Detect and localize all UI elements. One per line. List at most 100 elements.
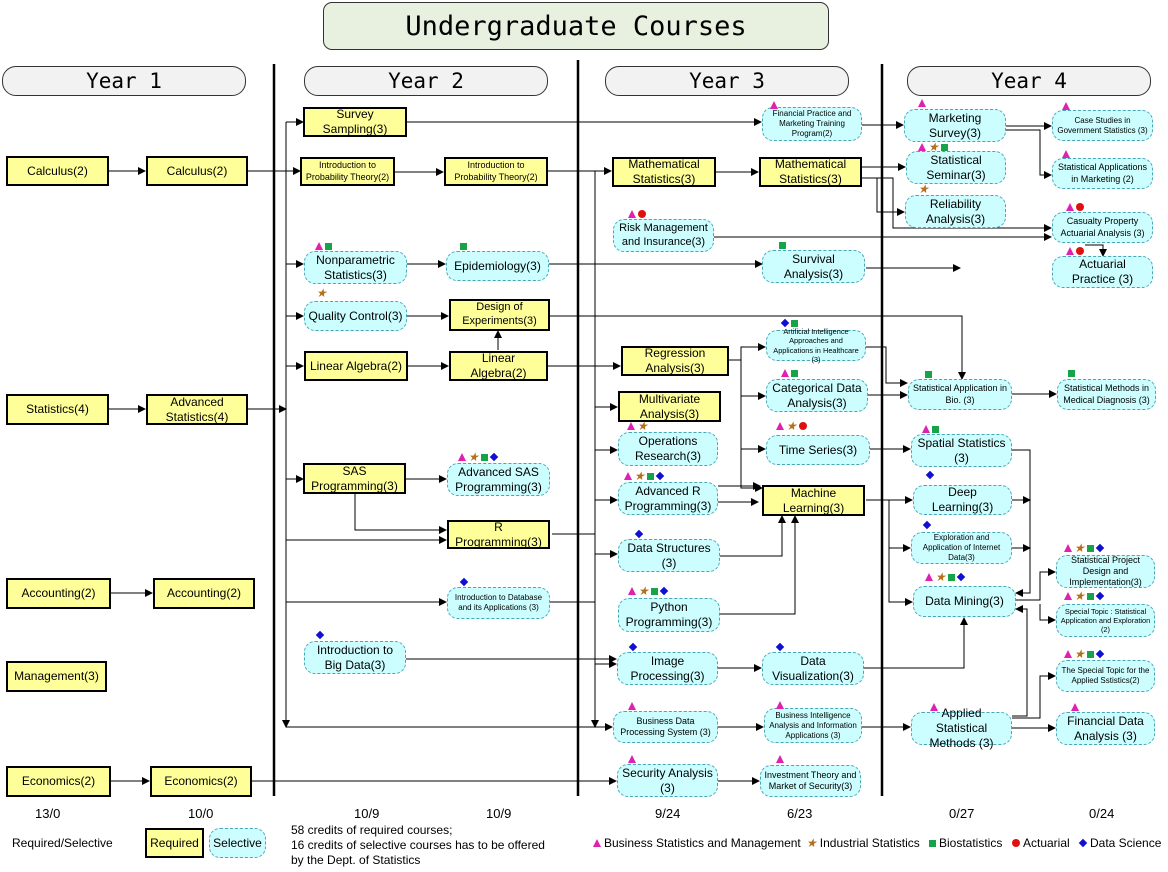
legend-note-line: by the Dept. of Statistics [291,853,421,867]
track-markers: ★ [624,469,665,483]
business-icon [1064,592,1072,600]
course-security-analysis: Security Analysis (3) [617,764,718,797]
credits-year2-sem2: 10/9 [486,806,512,821]
legend-actuarial-label: Actuarial [1023,836,1070,850]
course-r-programming: R Programming(3) [447,520,550,549]
course-machine-learning: Machine Learning(3) [762,485,865,516]
business-icon [918,143,926,151]
business-icon [628,755,636,763]
biostatistics-icon [650,587,658,595]
data-science-icon [1095,649,1105,659]
course-financial-practice: Financial Practice and Marketing Trainin… [762,107,862,141]
legend-data-science: Data Science [1078,836,1161,850]
year-4-header: Year 4 [907,66,1151,96]
data-science-icon [925,470,935,480]
track-markers [1068,368,1075,378]
legend-selective-box: Selective [209,828,266,858]
track-markers [315,241,332,251]
data-science-icon [634,529,644,539]
industrial-icon: ★ [918,182,929,196]
business-icon [930,703,938,711]
course-management: Management(3) [6,661,107,692]
biostatistics-icon [1086,544,1094,552]
biostatistics-icon [791,369,798,377]
biostatistics-icon [940,143,948,151]
industrial-icon: ★ [634,469,645,483]
legend-note-line: 58 credits of required courses; [291,823,453,837]
business-icon [1071,703,1079,711]
track-markers [1062,149,1070,159]
course-image-processing: Image Processing(3) [617,652,718,685]
course-business-intelligence: Business Intelligence Analysis and Infor… [764,708,862,743]
course-advanced-sas-programming: Advanced SAS Programming(3) [447,463,550,496]
data-science-icon [922,520,932,530]
course-statistical-project-design: Statistical Project Design and Implement… [1056,555,1155,588]
legend-required-box: Required [145,828,204,858]
biostatistics-icon [791,319,798,327]
course-probability-theory-1: Introduction to Probability Theory(2) [300,157,395,186]
business-icon [922,425,930,433]
industrial-icon: ★ [1074,647,1085,661]
course-artificial-intelligence: Artificial Intelligence Approaches and A… [766,327,866,364]
industrial-icon: ★ [638,584,649,598]
course-survey-sampling: Survey Sampling(3) [303,107,407,137]
course-statistical-methods-medical: Statistical Methods in Medical Diagnosis… [1057,379,1156,410]
biostatistics-icon [460,242,467,250]
track-markers: ★ [918,140,948,154]
course-statistical-seminar: Statistical Seminar(3) [906,151,1006,184]
business-icon [627,422,635,430]
course-introduction-to-big-data: Introduction to Big Data(3) [304,641,406,674]
year-3-header: Year 3 [605,66,849,96]
business-icon [628,702,636,710]
business-icon [624,472,632,480]
data-science-icon [655,471,665,481]
actuarial-icon [1076,247,1084,255]
track-markers [930,702,938,712]
legend-actuarial: Actuarial [1012,836,1070,850]
business-icon [593,839,601,847]
course-case-studies-government: Case Studies in Government Statistics (3… [1052,110,1153,141]
track-markers [1071,702,1079,712]
course-spatial-statistics: Spatial Statistics (3) [911,434,1012,467]
track-markers: ★ [1064,647,1105,661]
business-icon [925,573,933,581]
track-markers [922,424,939,434]
track-markers [775,642,785,652]
data-science-icon [775,642,785,652]
credits-year2-sem1: 10/9 [354,806,380,821]
industrial-icon: ★ [806,836,817,850]
course-categorical-data-analysis: Categorical Data Analysis(3) [766,379,868,412]
credits-year4-sem2: 0/24 [1089,806,1115,821]
course-survival-analysis: Survival Analysis(3) [762,250,865,283]
course-actuarial-practice: Actuarial Practice (3) [1052,256,1153,288]
business-icon [776,755,784,763]
business-icon [1064,544,1072,552]
course-linear-algebra-1: Linear Algebra(2) [304,351,408,381]
legend-biostatistics: Biostatistics [929,836,1002,850]
course-multivariate-analysis: Multivariate Analysis(3) [618,391,721,422]
track-markers [628,642,638,652]
track-markers [1066,246,1084,256]
biostatistics-icon [480,453,488,461]
business-icon [918,99,926,107]
course-statistical-applications-marketing: Statistical Applications in Marketing (2… [1052,158,1153,189]
business-icon [781,369,789,377]
industrial-icon: ★ [786,419,797,433]
actuarial-icon [638,210,646,218]
business-icon [315,242,323,250]
industrial-icon: ★ [637,419,648,433]
course-python-programming: Python Programming(3) [618,598,720,632]
data-science-icon [1095,543,1105,553]
course-epidemiology: Epidemiology(3) [446,251,549,281]
legend-required-selective: Required/Selective [12,836,113,850]
industrial-icon: ★ [928,140,939,154]
track-markers: ★ [925,571,966,583]
year-2-header: Year 2 [304,66,548,96]
page-title: Undergraduate Courses [323,2,829,50]
course-investment-theory: Investment Theory and Market of Security… [760,765,861,797]
course-statistics: Statistics(4) [6,394,109,425]
course-marketing-survey: Marketing Survey(3) [904,109,1006,142]
course-time-series: Time Series(3) [766,435,870,465]
track-markers: ★ [316,287,327,299]
